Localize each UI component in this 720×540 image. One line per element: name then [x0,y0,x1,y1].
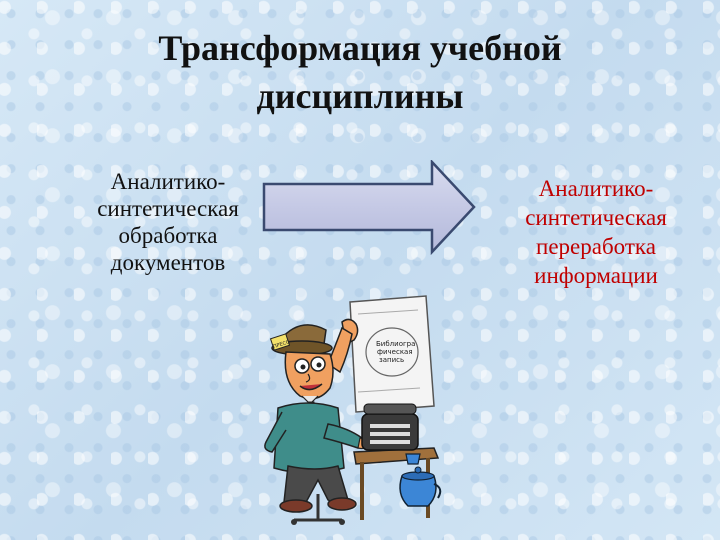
paper-text-line-3: запись [379,356,404,364]
target-process-text: Аналитико- синтетическая переработка инф… [496,174,696,290]
title-line-1: Трансформация учебной [158,28,562,68]
left-line-1: Аналитико- [110,169,226,194]
source-process-text: Аналитико- синтетическая обработка докум… [78,168,258,276]
right-line-2: синтетическая [525,205,667,230]
left-line-2: синтетическая [97,196,239,221]
title-line-2: дисциплины [256,76,464,116]
left-line-4: документов [110,250,226,275]
right-line-1: Аналитико- [538,176,654,201]
typewriter [361,403,419,451]
man-with-typewriter-illustration: Библиогра фическая запись ПРЕСС [264,295,442,525]
hat-press-label: ПРЕСС [272,339,290,350]
hat: ПРЕСС [269,324,333,356]
right-line-3: переработка [536,234,656,259]
paper-text-line-1: Библиогра [376,340,415,348]
paper-sheet: Библиогра фическая запись [349,295,435,413]
paper-text-line-2: фическая [377,348,413,356]
right-arrow-icon [262,160,476,256]
right-line-4: информации [534,263,658,288]
slide-title: Трансформация учебной дисциплины [0,24,720,120]
left-line-3: обработка [118,223,218,248]
coffee-pot [399,466,442,507]
